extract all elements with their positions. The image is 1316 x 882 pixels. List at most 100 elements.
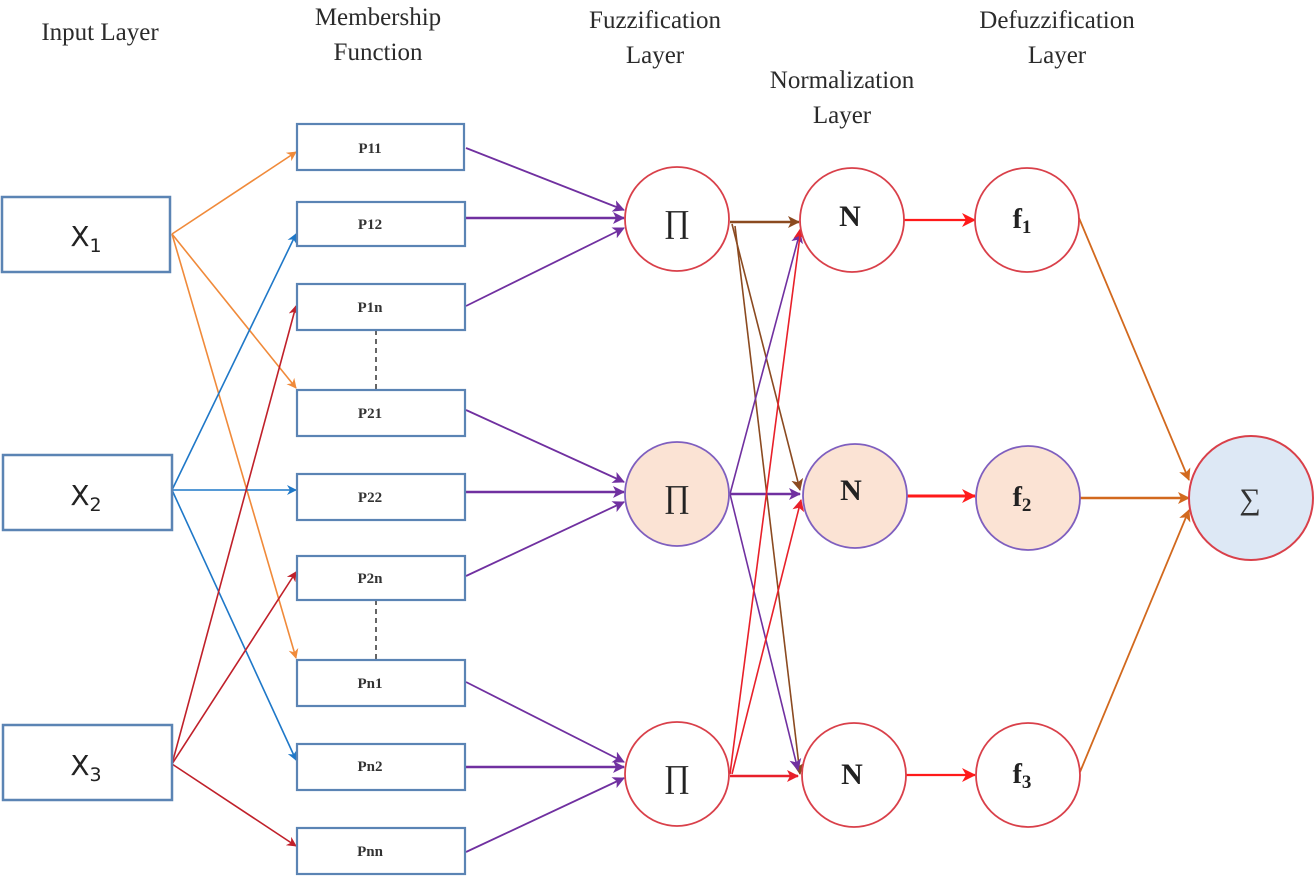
membership-box-p21 <box>295 388 467 438</box>
svg-text:X3: X3 <box>70 749 101 786</box>
product-icon-2: ∏ <box>664 478 690 514</box>
membership-label-p1n: P1n <box>357 300 383 316</box>
normalization-layer-title-line2: Layer <box>813 102 872 129</box>
svg-text:f3: f3 <box>1013 759 1032 793</box>
svg-text:f2: f2 <box>1013 482 1032 516</box>
input-x3-subscript: 3 <box>90 764 102 786</box>
defuzzification-layer-title-line1: Defuzzification <box>979 7 1135 34</box>
edge-pi3-n2 <box>731 499 805 775</box>
fuzzification-edges <box>729 216 806 782</box>
edge-p1n-pi1 <box>465 227 625 307</box>
membership-box-pn1 <box>295 658 467 708</box>
defuzz-f3-label: f <box>1013 759 1023 790</box>
input-edges <box>171 151 299 847</box>
input-layer: X1 X2 X3 <box>0 195 174 802</box>
fuzzification-node-1 <box>624 166 730 272</box>
edge-pi2-n1 <box>729 231 803 495</box>
input-x3-label: X <box>70 749 89 782</box>
edge-f1-sum <box>1078 217 1191 481</box>
input-node-x1: X1 <box>0 195 172 274</box>
defuzzification-layer-title-line2: Layer <box>1028 42 1087 69</box>
normalization-label-1: N <box>839 200 861 233</box>
input-layer-title: Input Layer <box>41 19 159 46</box>
membership-label-p11: P11 <box>358 141 381 157</box>
membership-box-p22 <box>295 472 467 522</box>
edge-x1-pn1 <box>171 233 299 659</box>
svg-text:X1: X1 <box>70 220 101 257</box>
defuzzification-edges <box>1078 217 1191 773</box>
layer-titles: Input Layer Membership Function Fuzzific… <box>41 4 1135 129</box>
product-icon-3: ∏ <box>664 758 690 794</box>
normalization-label-3: N <box>841 758 863 791</box>
normalization-edges <box>904 213 976 782</box>
edge-pi3-n1 <box>729 227 806 775</box>
edge-x3-p2n <box>171 571 297 765</box>
normalization-layer: N N N <box>799 167 908 828</box>
edge-pi1-n3 <box>734 225 805 775</box>
membership-box-p12 <box>295 200 467 248</box>
membership-label-pnn: Pnn <box>357 844 384 860</box>
output-sum-node <box>1188 435 1314 561</box>
membership-box-p1n <box>295 282 467 332</box>
product-icon-1: ∏ <box>664 203 690 239</box>
defuzzification-layer: f1 f2 f3 <box>974 167 1081 828</box>
edge-pi2-n3 <box>729 493 802 771</box>
membership-label-p12: P12 <box>358 217 382 233</box>
membership-box-pn2 <box>295 742 467 792</box>
input-node-x2: X2 <box>1 453 174 532</box>
edge-p11-pi1 <box>465 147 625 212</box>
normalization-node-1 <box>799 167 905 273</box>
svg-text:f1: f1 <box>1013 204 1032 238</box>
fuzzification-layer-title-line1: Fuzzification <box>589 7 721 34</box>
edge-f3-sum <box>1079 509 1191 773</box>
membership-label-pn1: Pn1 <box>357 676 382 692</box>
edge-x3-pnn <box>171 763 297 847</box>
input-node-x3: X3 <box>1 723 174 802</box>
defuzz-f1-subscript: 1 <box>1022 217 1032 238</box>
edge-x2-p12 <box>171 233 297 491</box>
defuzz-f2-subscript: 2 <box>1022 495 1032 516</box>
input-x2-label: X <box>70 479 89 512</box>
svg-text:X2: X2 <box>70 479 101 516</box>
output-layer: ∑ <box>1188 435 1314 561</box>
membership-layer <box>295 122 467 876</box>
defuzzification-node-2 <box>975 445 1081 551</box>
membership-layer-title-line1: Membership <box>315 4 441 31</box>
membership-box-p11 <box>295 122 466 172</box>
defuzzification-node-1 <box>974 167 1080 273</box>
edge-pnn-pi3 <box>465 777 625 853</box>
membership-edges <box>465 147 625 853</box>
defuzz-f1-label: f <box>1013 204 1023 235</box>
membership-label-p2n: P2n <box>357 571 383 587</box>
defuzz-f2-label: f <box>1013 482 1023 513</box>
membership-label-pn2: Pn2 <box>357 759 382 775</box>
fuzzification-node-3 <box>624 721 730 827</box>
input-x2-subscript: 2 <box>90 494 102 516</box>
normalization-layer-title-line1: Normalization <box>770 67 915 94</box>
membership-box-pnn <box>295 826 467 876</box>
defuzzification-node-3 <box>975 722 1081 828</box>
membership-label-p21: P21 <box>358 406 382 422</box>
edge-x3-p1n <box>171 305 299 765</box>
edge-p2n-pi2 <box>465 501 625 577</box>
defuzz-f3-subscript: 3 <box>1022 772 1032 793</box>
membership-layer-title-line2: Function <box>334 39 423 66</box>
edge-x2-pn2 <box>171 489 297 761</box>
normalization-node-3 <box>801 722 907 828</box>
membership-label-p22: P22 <box>358 490 382 506</box>
edge-x1-p21 <box>171 233 297 389</box>
normalization-label-2: N <box>840 474 862 507</box>
fuzzification-layer: ∏ ∏ ∏ <box>624 166 730 827</box>
membership-box-p2n <box>295 554 467 602</box>
edge-p21-pi2 <box>465 409 625 483</box>
edge-pn1-pi3 <box>465 681 625 763</box>
input-x1-subscript: 1 <box>90 235 102 257</box>
membership-labels: P11 P12 P1n P21 P22 P2n Pn1 Pn2 Pnn <box>357 141 384 860</box>
fuzzification-node-2 <box>624 441 730 547</box>
input-x1-label: X <box>70 220 89 253</box>
edge-x1-p11 <box>171 151 297 235</box>
fuzzification-layer-title-line2: Layer <box>626 42 685 69</box>
normalization-node-2 <box>802 443 908 549</box>
sum-icon: ∑ <box>1239 483 1260 516</box>
